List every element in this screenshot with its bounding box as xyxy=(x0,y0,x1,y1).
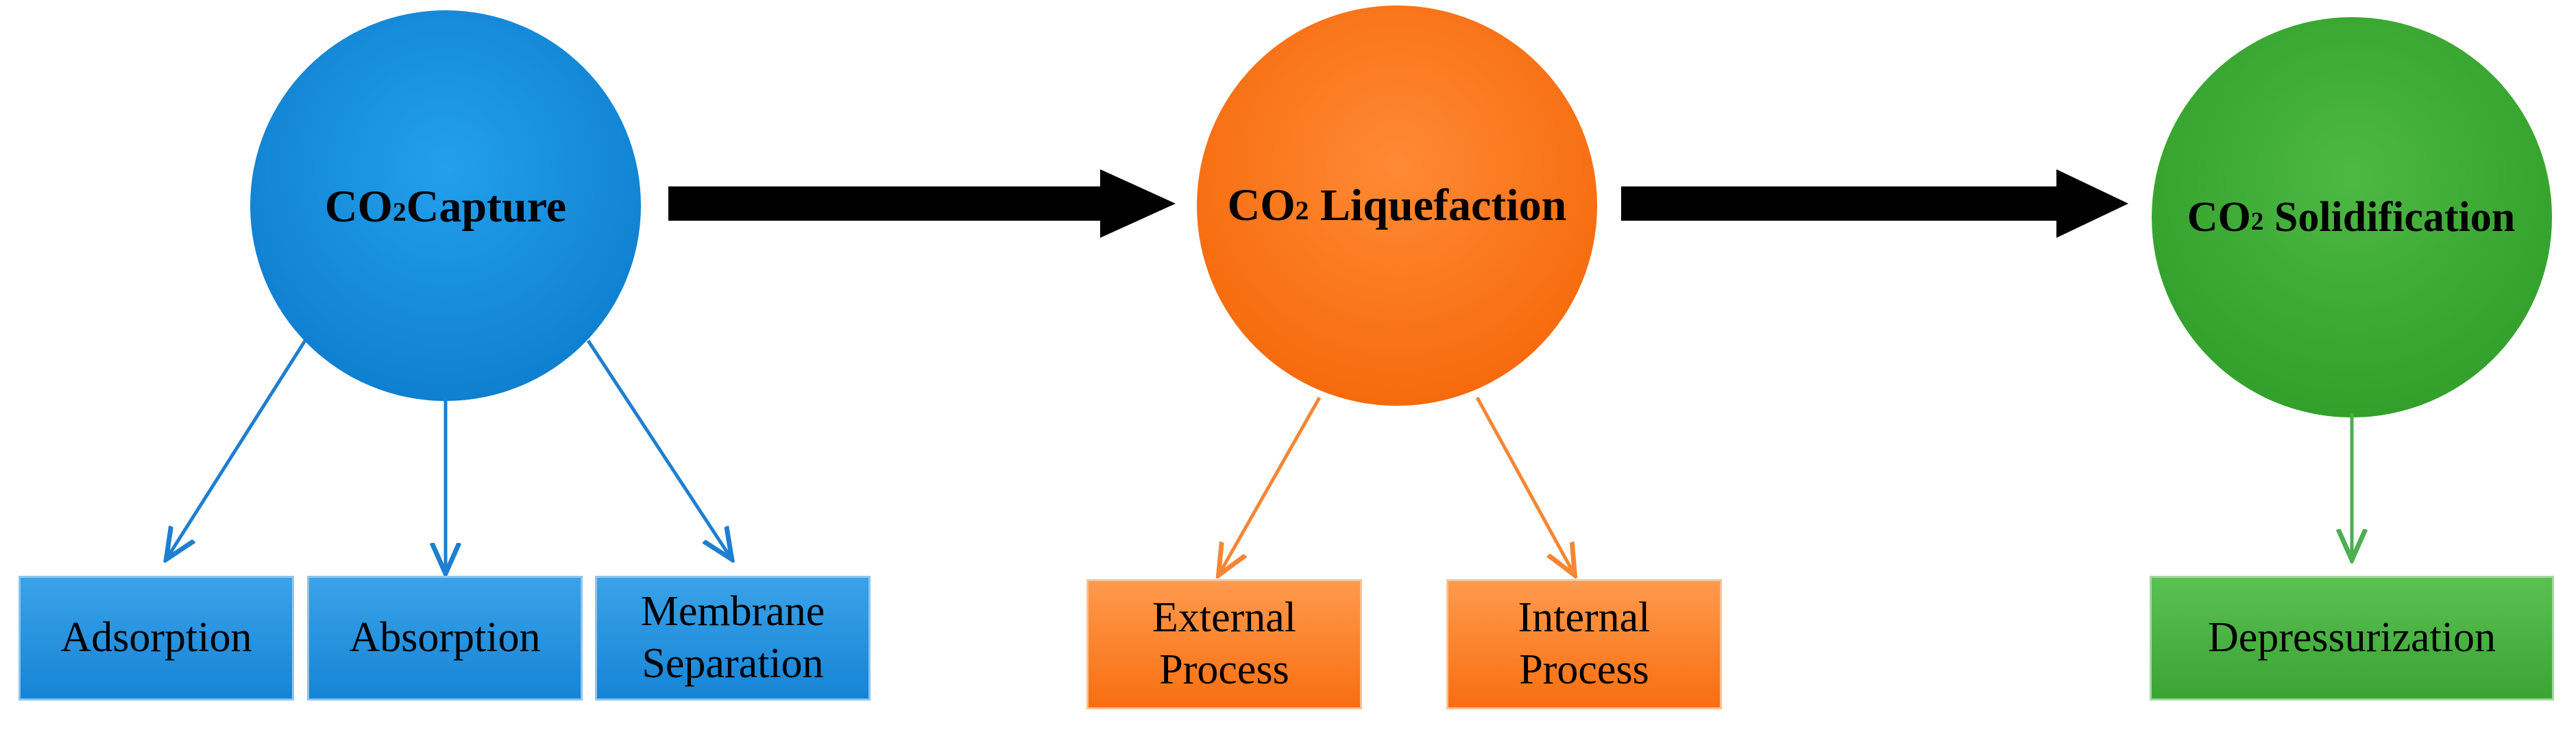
method-box-line: Internal xyxy=(1518,594,1651,642)
method-box-line: Process xyxy=(1519,646,1649,693)
liquefaction-label-suffix: Liquefaction xyxy=(1309,180,1567,230)
flow-arrow-liquefaction-to-solidification xyxy=(1621,169,2128,238)
flow-arrow-capture-to-liquefaction xyxy=(668,169,1176,238)
method-box-depressurization: Depressurization xyxy=(2150,576,2554,701)
solidification-circle xyxy=(2152,17,2552,417)
method-box-line: Membrane xyxy=(640,588,825,635)
method-box-line: External xyxy=(1152,594,1296,642)
method-box-line: Process xyxy=(1159,646,1289,693)
connector-liquefaction-external xyxy=(1220,396,1322,572)
method-box-line: Separation xyxy=(642,640,824,687)
capture-label-prefix: CO xyxy=(324,182,393,232)
liquefaction-label-prefix: CO xyxy=(1227,180,1296,230)
liquefaction-circle xyxy=(1197,5,1597,406)
liquefaction-label-subscript: 2 xyxy=(1295,195,1309,226)
connector-capture-membrane xyxy=(586,339,730,557)
method-box-line: Absorption xyxy=(349,614,541,661)
solidification-label-subscript: 2 xyxy=(2250,208,2264,236)
method-box-adsorption: Adsorption xyxy=(19,576,294,701)
method-box-line: Adsorption xyxy=(60,614,252,661)
connector-capture-adsorption xyxy=(168,339,307,557)
capture-circle xyxy=(250,10,641,401)
solidification-label-suffix: Solidification xyxy=(2263,193,2516,241)
method-box-line: Depressurization xyxy=(2207,614,2496,661)
connector-liquefaction-internal xyxy=(1475,396,1573,572)
solidification-label-prefix: CO xyxy=(2187,193,2251,241)
capture-label-subscript: 2 xyxy=(392,197,406,228)
method-box-absorption: Absorption xyxy=(307,576,583,701)
method-box-membrane-separation: Membrane Separation xyxy=(595,576,871,701)
capture-label-suffix: Capture xyxy=(406,182,567,232)
method-box-external-process: External Process xyxy=(1086,579,1362,709)
method-box-internal-process: Internal Process xyxy=(1446,579,1722,709)
